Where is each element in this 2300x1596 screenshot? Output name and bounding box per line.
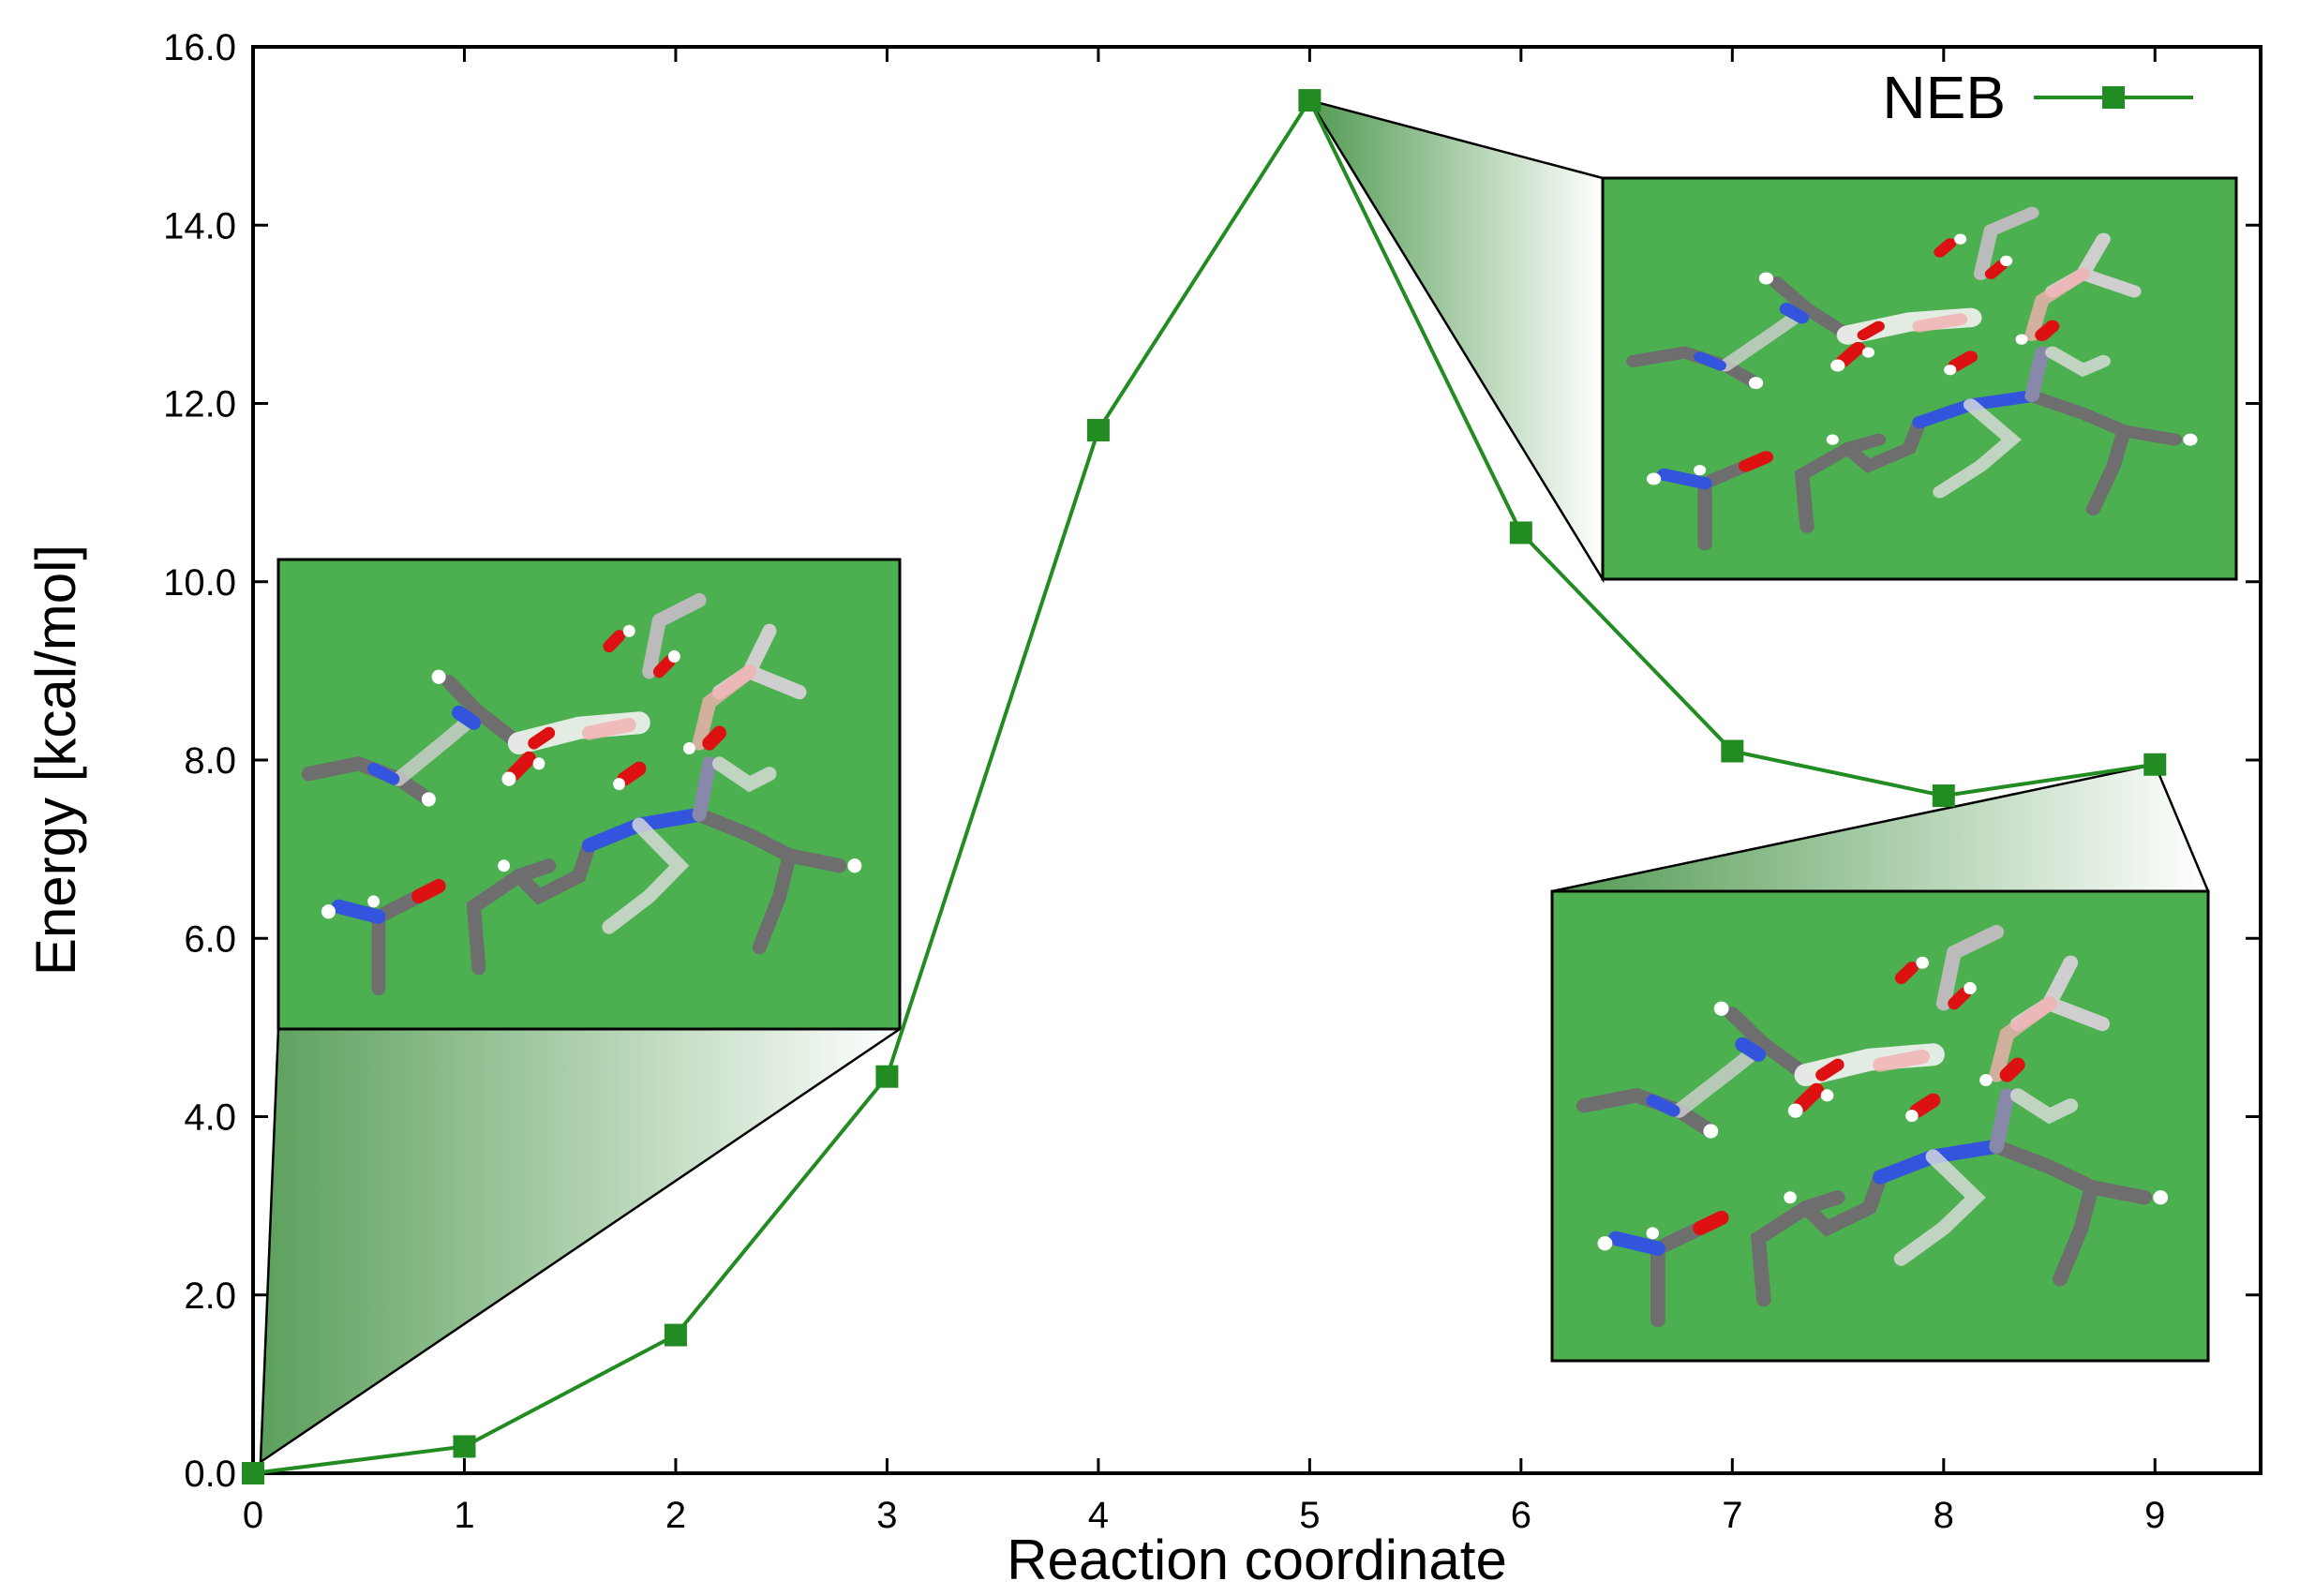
- inset-connectors: [259, 98, 2210, 1465]
- x-tick-label: 9: [2144, 1495, 2165, 1536]
- series-layer: [242, 89, 2167, 1484]
- y-tick-labels: 0.0 2.0 4.0 6.0 8.0 10.0 12.0 14.0 16.0: [163, 27, 236, 1495]
- inset-initial-state-structure: [276, 558, 902, 1031]
- structure-insets: [276, 176, 2238, 1363]
- data-point-1: [453, 1435, 476, 1458]
- data-point-6: [1509, 521, 1532, 544]
- x-tick-label: 5: [1299, 1495, 1320, 1536]
- x-tick-label: 6: [1511, 1495, 1531, 1536]
- y-tick-label: 12.0: [163, 384, 236, 425]
- y-tick-label: 8.0: [184, 740, 236, 782]
- data-point-3: [875, 1065, 899, 1088]
- y-tick-label: 10.0: [163, 562, 236, 604]
- x-tick-label: 4: [1088, 1495, 1109, 1536]
- legend: NEB: [1882, 64, 2193, 131]
- series-line-neb: [252, 97, 2156, 1475]
- y-tick-label: 14.0: [163, 205, 236, 246]
- x-tick-label: 0: [243, 1495, 263, 1536]
- inset-connector-initial-state-structure: [259, 1027, 904, 1465]
- y-tick-label: 6.0: [184, 918, 236, 960]
- y-tick-label: 2.0: [184, 1275, 236, 1317]
- x-tick-label: 8: [1934, 1495, 1954, 1536]
- x-tick-label: 3: [876, 1495, 897, 1536]
- data-point-9: [2143, 753, 2167, 776]
- x-tick-label: 1: [454, 1495, 474, 1536]
- x-tick-label: 7: [1722, 1495, 1742, 1536]
- legend-marker-neb: [2102, 86, 2125, 109]
- x-axis-title: Reaction coordinate: [1007, 1529, 1507, 1591]
- data-point-2: [664, 1323, 687, 1347]
- inset-connector-transition-state-structure: [1307, 98, 1605, 584]
- axis-ticks: [251, 45, 2261, 1475]
- legend-label-neb: NEB: [1882, 64, 2006, 131]
- data-point-4: [1086, 419, 1110, 442]
- y-tick-label: 0.0: [184, 1454, 236, 1495]
- y-tick-label: 16.0: [163, 27, 236, 68]
- x-tick-labels: 0 1 2 3 4 5 6 7 8 9: [243, 1495, 2166, 1536]
- data-point-0: [242, 1462, 264, 1484]
- data-point-5: [1298, 89, 1322, 112]
- data-point-7: [1721, 739, 1744, 763]
- y-tick-label: 4.0: [184, 1097, 236, 1139]
- y-axis-title: Energy [kcal/mol]: [24, 544, 87, 976]
- x-tick-label: 2: [665, 1495, 686, 1536]
- data-point-8: [1932, 784, 1955, 808]
- inset-transition-state-structure: [1601, 176, 2238, 581]
- inset-final-state-structure: [1550, 889, 2210, 1363]
